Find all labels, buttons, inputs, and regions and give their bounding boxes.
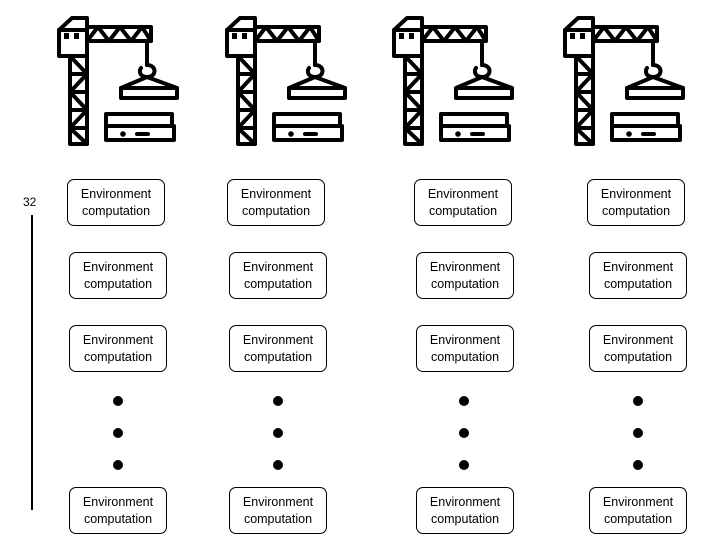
box-label-line2: computation xyxy=(243,349,313,364)
environment-computation-box: Environment computation xyxy=(229,325,327,372)
ellipsis-dot xyxy=(273,428,283,438)
construction-crane-icon xyxy=(388,10,520,146)
ellipsis-dot xyxy=(633,460,643,470)
scale-line xyxy=(31,215,33,510)
box-label-line1: Environment xyxy=(602,259,674,274)
environment-computation-box: Environment computation xyxy=(416,325,514,372)
ellipsis-dot xyxy=(113,428,123,438)
box-label-line1: Environment xyxy=(429,259,501,274)
ellipsis-dot xyxy=(113,396,123,406)
ellipsis-dot xyxy=(459,428,469,438)
box-label-line1: Environment xyxy=(82,259,154,274)
box-label-line2: computation xyxy=(428,203,498,218)
environment-computation-box: Environment computation xyxy=(416,487,514,534)
environment-computation-box: Environment computation xyxy=(589,487,687,534)
box-label-line2: computation xyxy=(83,349,153,364)
environment-computation-box: Environment computation xyxy=(69,487,167,534)
box-label-line1: Environment xyxy=(429,494,501,509)
box-label-line2: computation xyxy=(81,203,151,218)
box-label-line2: computation xyxy=(83,511,153,526)
ellipsis-dot xyxy=(633,396,643,406)
box-label-line1: Environment xyxy=(240,186,312,201)
ellipsis-dot xyxy=(633,428,643,438)
construction-crane-icon xyxy=(53,10,185,146)
environment-computation-box: Environment computation xyxy=(416,252,514,299)
box-label-line2: computation xyxy=(83,276,153,291)
box-label-line1: Environment xyxy=(602,494,674,509)
environment-computation-box: Environment computation xyxy=(414,179,512,226)
box-label-line1: Environment xyxy=(80,186,152,201)
box-label-line2: computation xyxy=(430,276,500,291)
box-label-line1: Environment xyxy=(242,332,314,347)
box-label-line1: Environment xyxy=(600,186,672,201)
box-label-line2: computation xyxy=(243,511,313,526)
box-label-line1: Environment xyxy=(602,332,674,347)
box-label-line2: computation xyxy=(430,511,500,526)
box-label-line2: computation xyxy=(241,203,311,218)
environment-computation-box: Environment computation xyxy=(69,325,167,372)
box-label-line1: Environment xyxy=(429,332,501,347)
ellipsis-dot xyxy=(273,396,283,406)
box-label-line2: computation xyxy=(430,349,500,364)
environment-computation-box: Environment computation xyxy=(227,179,325,226)
environment-computation-box: Environment computation xyxy=(69,252,167,299)
environment-computation-box: Environment computation xyxy=(589,325,687,372)
box-label-line1: Environment xyxy=(82,332,154,347)
box-label-line1: Environment xyxy=(242,494,314,509)
box-label-line2: computation xyxy=(601,203,671,218)
environment-computation-box: Environment computation xyxy=(67,179,165,226)
environment-computation-box: Environment computation xyxy=(229,252,327,299)
box-label-line2: computation xyxy=(603,349,673,364)
environment-computation-box: Environment computation xyxy=(587,179,685,226)
box-label-line1: Environment xyxy=(427,186,499,201)
ellipsis-dot xyxy=(459,396,469,406)
ellipsis-dot xyxy=(459,460,469,470)
environment-computation-box: Environment computation xyxy=(229,487,327,534)
box-label-line2: computation xyxy=(603,511,673,526)
construction-crane-icon xyxy=(221,10,353,146)
environment-computation-box: Environment computation xyxy=(589,252,687,299)
box-label-line1: Environment xyxy=(242,259,314,274)
ellipsis-dot xyxy=(273,460,283,470)
box-label-line2: computation xyxy=(603,276,673,291)
box-label-line2: computation xyxy=(243,276,313,291)
box-label-line1: Environment xyxy=(82,494,154,509)
ellipsis-dot xyxy=(113,460,123,470)
construction-crane-icon xyxy=(559,10,691,146)
parallel-count-label: 32 xyxy=(23,195,37,209)
